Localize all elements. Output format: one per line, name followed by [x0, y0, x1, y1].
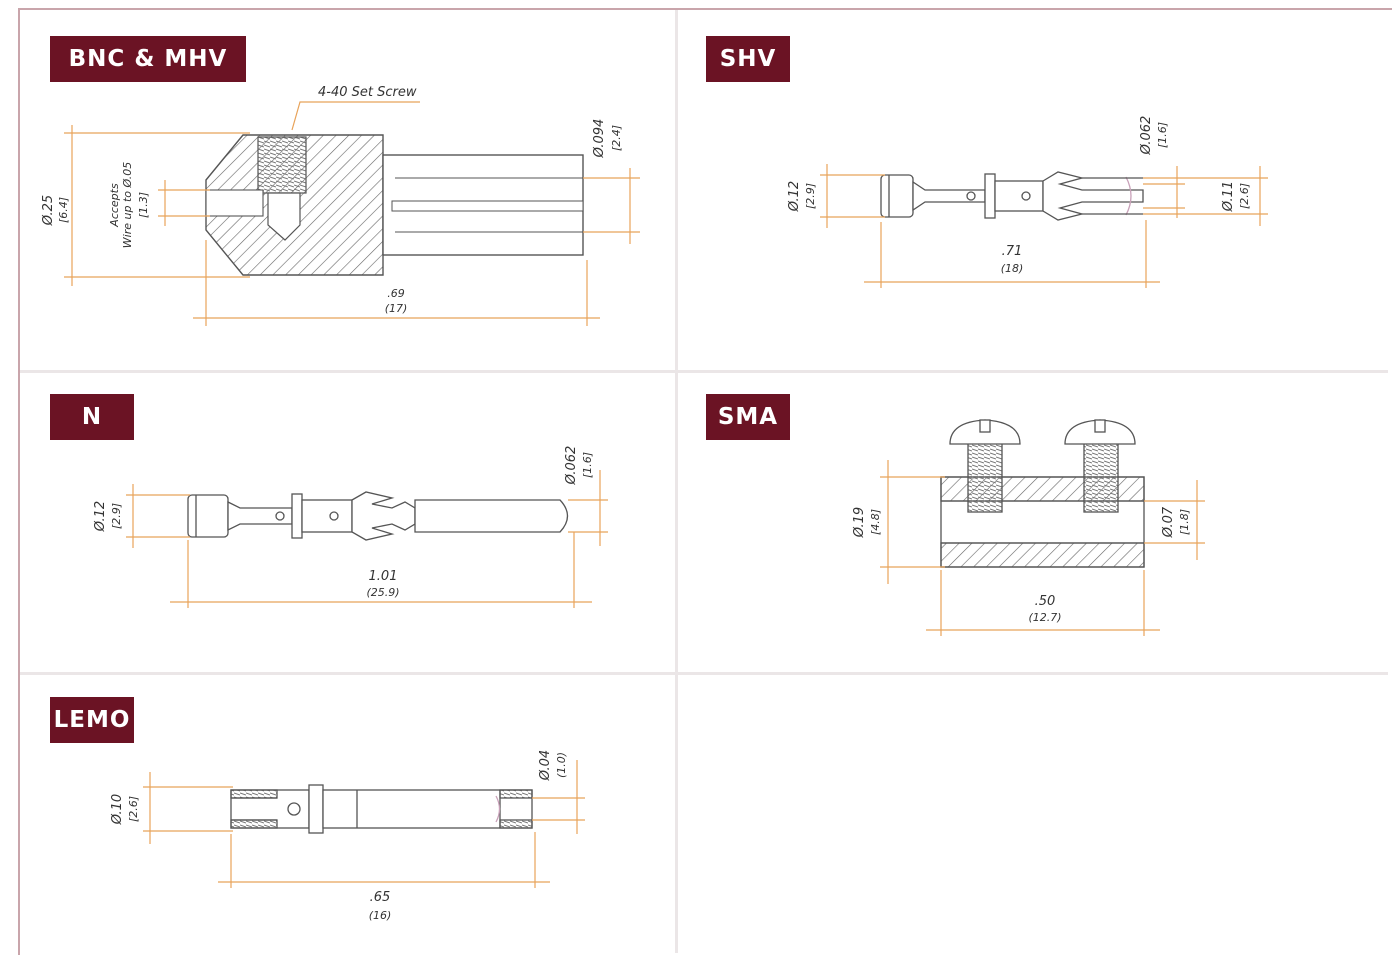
bnc-accepts-line1: Accepts: [108, 183, 121, 228]
n-length-mm: (25.9): [366, 586, 399, 599]
n-dimensions: [126, 470, 608, 608]
n-body-dia-mm: [2.9]: [110, 503, 123, 529]
bnc-mhv-drawing: [205, 134, 584, 276]
label-bnc-mhv: BNC & MHV: [50, 36, 246, 82]
lemo-drawing: [230, 784, 533, 834]
sma-dimensions: [880, 460, 1205, 636]
bnc-length: .69: [387, 287, 405, 300]
shv-dimensions: [820, 164, 1268, 288]
bnc-outer-dia-mm: [6.4]: [57, 197, 70, 223]
shv-body-dia-mm: [2.9]: [804, 183, 817, 209]
label-lemo: LEMO: [50, 697, 134, 743]
label-sma: SMA: [706, 394, 790, 440]
shv-tip-dia-mm: [1.6]: [1156, 122, 1169, 148]
n-length: 1.01: [369, 569, 398, 584]
n-drawing: [187, 491, 569, 541]
shv-finger-dia: Ø.11: [1221, 181, 1236, 212]
shv-tip-dia: Ø.062: [1139, 116, 1154, 156]
panel-divider-row-2: [20, 672, 1388, 675]
panel-divider-row-1: [20, 370, 1388, 373]
lemo-tip-dia-mm: (1.0): [555, 752, 568, 778]
shv-length: .71: [1002, 244, 1023, 259]
lemo-body-dia-mm: [2.6]: [127, 796, 140, 822]
sma-drawing: [940, 419, 1145, 568]
sma-length: .50: [1035, 594, 1056, 609]
n-body-dia: Ø.12: [93, 501, 108, 532]
lemo-length-mm: (16): [369, 909, 392, 922]
shv-drawing: [880, 171, 1144, 221]
shv-length-mm: (18): [1001, 262, 1024, 275]
sma-length-mm: (12.7): [1028, 611, 1061, 624]
sma-body-dia-mm: [4.8]: [869, 509, 882, 535]
panel-divider-vertical: [675, 10, 678, 953]
lemo-dimensions: [143, 760, 585, 888]
bnc-accepts-mm: [1.3]: [137, 192, 150, 218]
bnc-set-screw-callout: 4-40 Set Screw: [318, 85, 417, 100]
bnc-mhv-dimensions: [64, 101, 640, 326]
lemo-tip-dia: Ø.04: [538, 750, 553, 781]
bnc-pin-dia-mm: [2.4]: [610, 125, 623, 151]
bnc-accepts-line2: Wire up to Ø.05: [121, 162, 134, 248]
lemo-length: .65: [370, 890, 391, 905]
shv-finger-dia-mm: [2.6]: [1238, 183, 1251, 209]
shv-body-dia: Ø.12: [787, 181, 802, 212]
bnc-pin-dia: Ø.094: [592, 119, 607, 159]
sma-bore-dia: Ø.07: [1161, 506, 1176, 538]
n-tip-dia: Ø.062: [564, 446, 579, 486]
label-n: N: [50, 394, 134, 440]
label-shv: SHV: [706, 36, 790, 82]
sma-bore-dia-mm: [1.8]: [1178, 509, 1191, 535]
n-tip-dia-mm: [1.6]: [581, 452, 594, 478]
bnc-length-mm: (17): [385, 302, 408, 315]
sma-body-dia: Ø.19: [852, 507, 867, 538]
lemo-body-dia: Ø.10: [110, 794, 125, 825]
bnc-outer-dia: Ø.25: [41, 195, 56, 226]
